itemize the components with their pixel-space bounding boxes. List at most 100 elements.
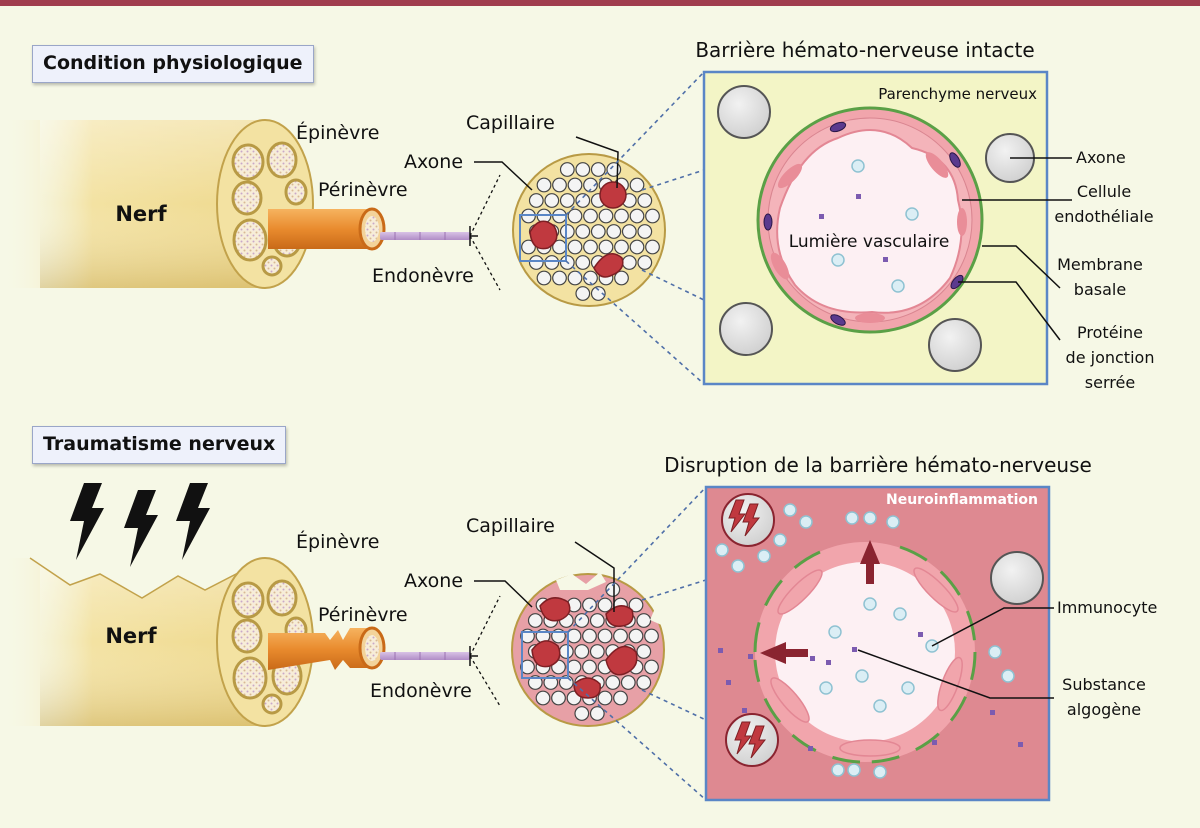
axon-circle [637,255,653,270]
axon-circle [645,239,660,255]
top-label-parenchyme: Parenchyme nerveux [878,85,1037,103]
axon-circle [614,239,629,255]
axon-circle [567,177,583,193]
axon-circle [583,239,598,255]
axon-circle [614,270,629,286]
axon-circle [583,208,598,224]
bottom-label-epinevre: Épinèvre [296,530,379,553]
bottom-label-capillaire: Capillaire [466,515,555,537]
axon-circle [558,644,574,659]
axon-circle [528,193,544,208]
axon-circle [620,675,636,690]
axon-circle [598,239,614,255]
top-label-perinevre: Périnèvre [318,179,408,201]
axon-circle [582,659,597,675]
bottom-nerve-label: Nerf [105,624,157,648]
axon-circle [536,177,552,193]
top-label-proteine-3: serrée [1085,373,1135,392]
top-label-membrane-2: basale [1074,280,1126,299]
axon-circle [597,690,613,706]
axon-circle [552,177,567,193]
axon-circle [644,659,659,675]
top-accent-bar [0,0,1200,6]
top-label-epinevre: Épinèvre [296,121,379,144]
axon-circle [551,690,566,706]
axon-circle [543,675,559,690]
axon-circle [559,193,575,208]
axon-circle [614,208,629,224]
axon-circle [606,162,622,177]
axon-circle [527,613,543,628]
top-zoom-box [702,70,1049,386]
axon-circle [613,628,628,644]
axon-circle [567,270,583,286]
axon-circle [636,613,652,628]
axon-circle [582,628,597,644]
axon-circle [575,162,591,177]
axon-circle [527,675,543,690]
axon-circle [574,644,590,659]
axon-circle [589,613,605,628]
axon-circle [637,224,653,239]
bottom-label-substance-1: Substance [1062,675,1146,694]
axon-circle [629,177,645,193]
axon-circle [605,582,621,597]
bottom-label-axone: Axone [404,570,463,592]
bottom-label-neuroinflammation: Neuroinflammation [886,492,1038,508]
axon-circle [582,597,597,613]
axon-circle [613,690,628,706]
axon-circle [597,597,613,613]
axon-circle [536,270,552,286]
top-label-axone-zoom: Axone [1076,148,1126,167]
axon-circle [629,208,645,224]
top-label-cellule-1: Cellule [1077,182,1131,201]
axon-circle [544,193,560,208]
axon-circle [520,659,535,675]
axon-circle [567,208,583,224]
axon-circle [645,208,660,224]
bottom-label-perinevre: Périnèvre [318,604,408,626]
axon-circle [606,224,622,239]
axon-circle [583,177,598,193]
top-label-capillaire: Capillaire [466,112,555,134]
axon-circle [583,270,598,286]
top-nerve-cross-section [0,119,478,289]
axon-circle [567,239,583,255]
top-label-cellule-2: endothéliale [1054,207,1153,226]
axon-circle [590,286,606,301]
axon-circle [621,224,637,239]
axon-circle [521,239,536,255]
axon-circle [575,193,591,208]
axon-circle [544,255,560,270]
bottom-nerve-cross-section [0,552,478,727]
bottom-fascicle-cross-section [511,572,666,727]
bottom-label-substance-2: algogène [1067,700,1141,719]
top-fascicle-cross-section [512,153,666,307]
axon-circle [574,706,590,721]
axon-circle [636,675,652,690]
axon-circle [552,270,567,286]
top-label-axone: Axone [404,151,463,173]
axon-circle [590,162,606,177]
axon-circle [629,239,645,255]
bottom-label-endonevre: Endonèvre [370,680,472,702]
axon-circle [566,659,582,675]
top-label-membrane-1: Membrane [1057,255,1143,274]
top-label-endonevre: Endonèvre [372,265,474,287]
axon-circle [636,644,652,659]
top-zoom-title: Barrière hémato-nerveuse intacte [695,38,1034,62]
top-label-proteine-1: Protéine [1077,323,1143,342]
axon-circle [628,628,644,644]
axon-circle [575,286,591,301]
bottom-zoom-title: Disruption de la barrière hémato-nerveus… [664,453,1092,477]
axon-circle [597,628,613,644]
axon-circle [605,675,621,690]
top-nerve-label: Nerf [115,202,167,226]
axon-circle [528,255,544,270]
axon-circle [644,628,659,644]
axon-circle [628,597,644,613]
top-label-lumiere: Lumière vasculaire [789,232,950,252]
axon-circle [559,224,575,239]
axon-circle [574,613,590,628]
bottom-label-immunocyte: Immunocyte [1057,598,1157,617]
